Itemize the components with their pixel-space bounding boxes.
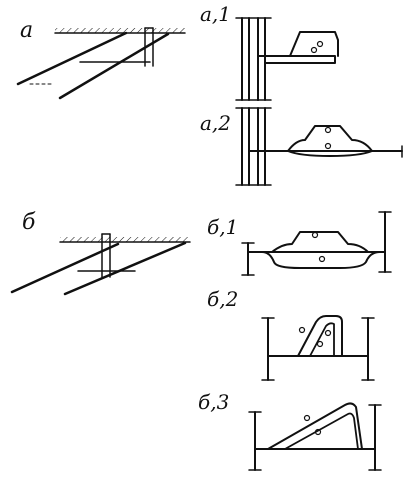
- weld-point-2: [310, 46, 318, 54]
- rail-right: [58, 32, 170, 100]
- weld-point-2: [314, 428, 322, 436]
- weld-bead: [289, 31, 339, 57]
- rail-web-2: [257, 17, 266, 101]
- detail-b3: [248, 402, 382, 471]
- rail-web: [241, 107, 250, 186]
- overview-a: [16, 27, 186, 100]
- ground-hatching: [60, 237, 190, 242]
- weld-bead-inner: [309, 322, 335, 357]
- detail-b1: [241, 211, 392, 276]
- label-b1: б,1: [207, 215, 239, 239]
- detail-b2: [261, 315, 375, 381]
- label-b2: б,2: [207, 287, 239, 311]
- weld-point-1: [303, 414, 311, 422]
- weld-point-2: [318, 255, 326, 263]
- weld-bead-upper: [271, 231, 369, 253]
- weld-bead-upper: [287, 125, 373, 152]
- weld-bead-lower: [261, 251, 381, 269]
- weld-point-1: [324, 126, 332, 134]
- weld-bead-inner: [284, 412, 359, 450]
- label-a2: а,2: [200, 111, 232, 135]
- detail-a1: [235, 17, 339, 101]
- rail-web-2: [257, 107, 266, 186]
- weld-point-1: [298, 326, 306, 334]
- rail-web: [241, 17, 250, 101]
- label-a1: а,1: [200, 2, 232, 26]
- weld-point-1: [316, 40, 324, 48]
- weld-point-1: [311, 231, 319, 239]
- weld-point-2: [324, 329, 332, 337]
- weld-bead-outer: [297, 315, 343, 357]
- label-b: б: [22, 210, 36, 235]
- overview-b: [10, 233, 191, 296]
- label-b3: б,3: [198, 390, 230, 414]
- weld-point-2: [324, 142, 332, 150]
- rail-right: [63, 241, 187, 296]
- weld-point-3: [316, 340, 324, 348]
- weld-bead-outer: [267, 402, 363, 450]
- ground-hatching: [55, 28, 185, 33]
- flange-plate: [257, 55, 336, 101]
- label-a: а: [20, 18, 34, 43]
- weld-bead-lower: [287, 150, 373, 157]
- detail-a2: [235, 107, 403, 186]
- rail-left: [16, 31, 128, 86]
- rail-left: [10, 242, 120, 294]
